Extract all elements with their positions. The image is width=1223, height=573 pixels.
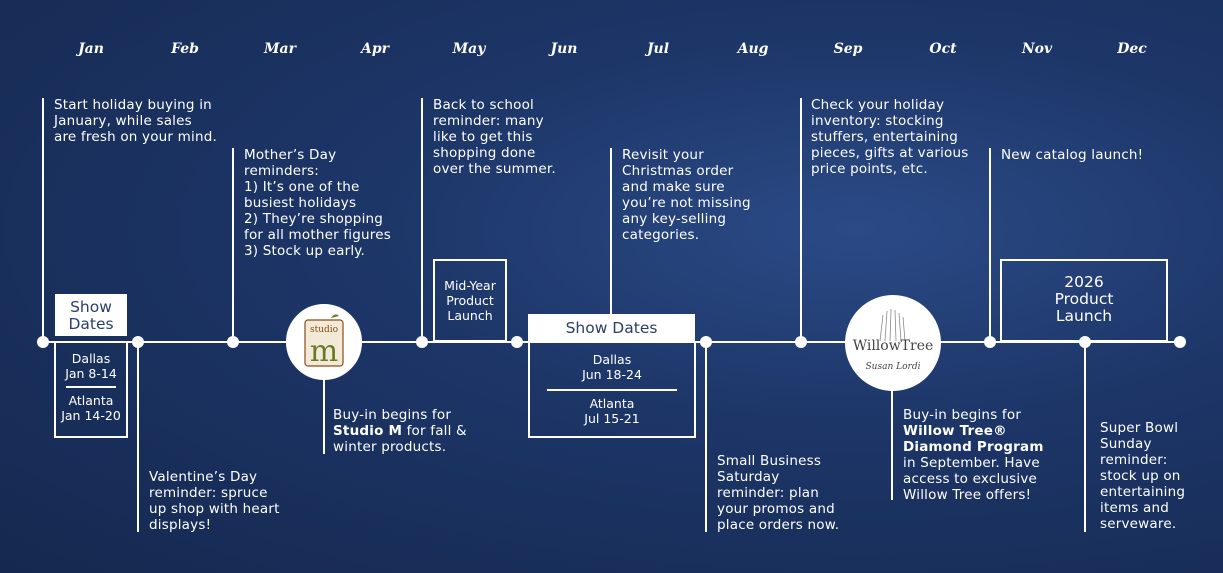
- month-jan: Jan: [78, 41, 104, 57]
- note-mar: Mother’s Day reminders: 1) It’s one of t…: [244, 147, 391, 259]
- month-sep: Sep: [833, 41, 863, 57]
- show-dates-jun-header: Show Dates: [528, 314, 695, 342]
- show-dates-jun-dates1: Jun 18-24: [582, 367, 642, 382]
- month-aug: Aug: [737, 41, 769, 57]
- show-dates-jun-box: Dallas Jun 18-24 Atlanta Jul 15-21: [528, 341, 696, 438]
- note-feb: Valentine’s Day reminder: spruce up shop…: [149, 469, 280, 533]
- month-apr: Apr: [360, 41, 390, 57]
- show-dates-jun-divider: [547, 389, 677, 391]
- connector-mar: [232, 148, 234, 342]
- note-aug: Small Business Saturday reminder: plan y…: [717, 453, 840, 533]
- note-jan: Start holiday buying in January, while s…: [54, 97, 217, 145]
- show-dates-jan-dates1: Jan 8-14: [65, 366, 117, 381]
- show-dates-jan-divider: [66, 386, 116, 388]
- connector-jan: [42, 98, 44, 342]
- connector-apr: [323, 380, 325, 454]
- mid-year-launch-box: Mid-Year Product Launch: [433, 259, 507, 342]
- connector-sep-buyin: [891, 388, 893, 500]
- note-dec: Super Bowl Sunday reminder: stock up on …: [1100, 420, 1186, 532]
- timeline-dot: [1174, 336, 1186, 348]
- product-launch-2026-box: 2026 Product Launch: [1000, 259, 1168, 342]
- show-dates-jan-city1: Dallas: [71, 351, 111, 366]
- connector-jul: [610, 148, 612, 314]
- show-dates-jun-city1: Dallas: [592, 352, 632, 367]
- willow-tree-logo-art: WillowTree Susan Lordi: [853, 308, 934, 372]
- product-launch-2026-label: 2026 Product Launch: [1054, 273, 1114, 325]
- willow-tree-logo: WillowTree Susan Lordi: [845, 295, 941, 391]
- studio-m-logo: studio m: [286, 304, 362, 380]
- show-dates-jan-header: Show Dates: [55, 294, 127, 336]
- connector-dec: [1084, 342, 1086, 532]
- note-oct: New catalog launch!: [1001, 147, 1144, 163]
- note-apr-post: for fall & winter products.: [333, 423, 467, 455]
- note-sep: Check your holiday inventory: stocking s…: [811, 97, 969, 177]
- willow-tree-logo-word: WillowTree: [853, 338, 934, 354]
- connector-feb: [137, 342, 139, 532]
- timeline-dot: [511, 336, 523, 348]
- show-dates-jan-box: Dallas Jan 8-14 Atlanta Jan 14-20: [54, 341, 128, 438]
- show-dates-jun-city2: Atlanta: [589, 395, 635, 411]
- month-mar: Mar: [264, 41, 296, 57]
- willow-tree-signature: Susan Lordi: [866, 362, 921, 372]
- note-apr-pre: Buy-in begins for: [333, 407, 452, 423]
- month-oct: Oct: [929, 41, 957, 57]
- timeline-dot: [795, 336, 807, 348]
- show-dates-jun-dates2: Jul 15-21: [584, 410, 640, 426]
- mid-year-launch-label: Mid-Year Product Launch: [444, 278, 496, 323]
- connector-sep: [800, 98, 802, 342]
- month-jun: Jun: [550, 41, 578, 57]
- month-dec: Dec: [1117, 41, 1147, 57]
- connector-may: [421, 98, 423, 342]
- timeline-dot: [416, 336, 428, 348]
- month-jul: Jul: [646, 41, 670, 57]
- connector-oct: [989, 148, 991, 342]
- note-sep-buyin-pre: Buy-in begins for: [903, 407, 1022, 423]
- studio-m-logo-word: studio: [310, 325, 338, 335]
- studio-m-logo-letter: m: [310, 334, 338, 369]
- note-sep-buyin-bold: Willow Tree® Diamond Program: [903, 423, 1044, 455]
- show-dates-jan-dates2: Jan 14-20: [61, 407, 121, 423]
- note-sep-buyin-post: in September. Have access to exclusive W…: [903, 455, 1040, 503]
- timeline-dot: [984, 336, 996, 348]
- studio-m-logo-art: studio m: [304, 314, 344, 369]
- note-may: Back to school reminder: many like to ge…: [433, 97, 556, 177]
- connector-aug: [705, 342, 707, 532]
- month-may: May: [452, 41, 486, 57]
- note-apr-bold: Studio M: [333, 423, 403, 439]
- month-feb: Feb: [171, 41, 199, 57]
- timeline-dot: [37, 336, 49, 348]
- show-dates-jan-city2: Atlanta: [68, 392, 114, 408]
- timeline-dot: [227, 336, 239, 348]
- note-jul: Revisit your Christmas order and make su…: [622, 147, 751, 243]
- month-nov: Nov: [1021, 41, 1053, 57]
